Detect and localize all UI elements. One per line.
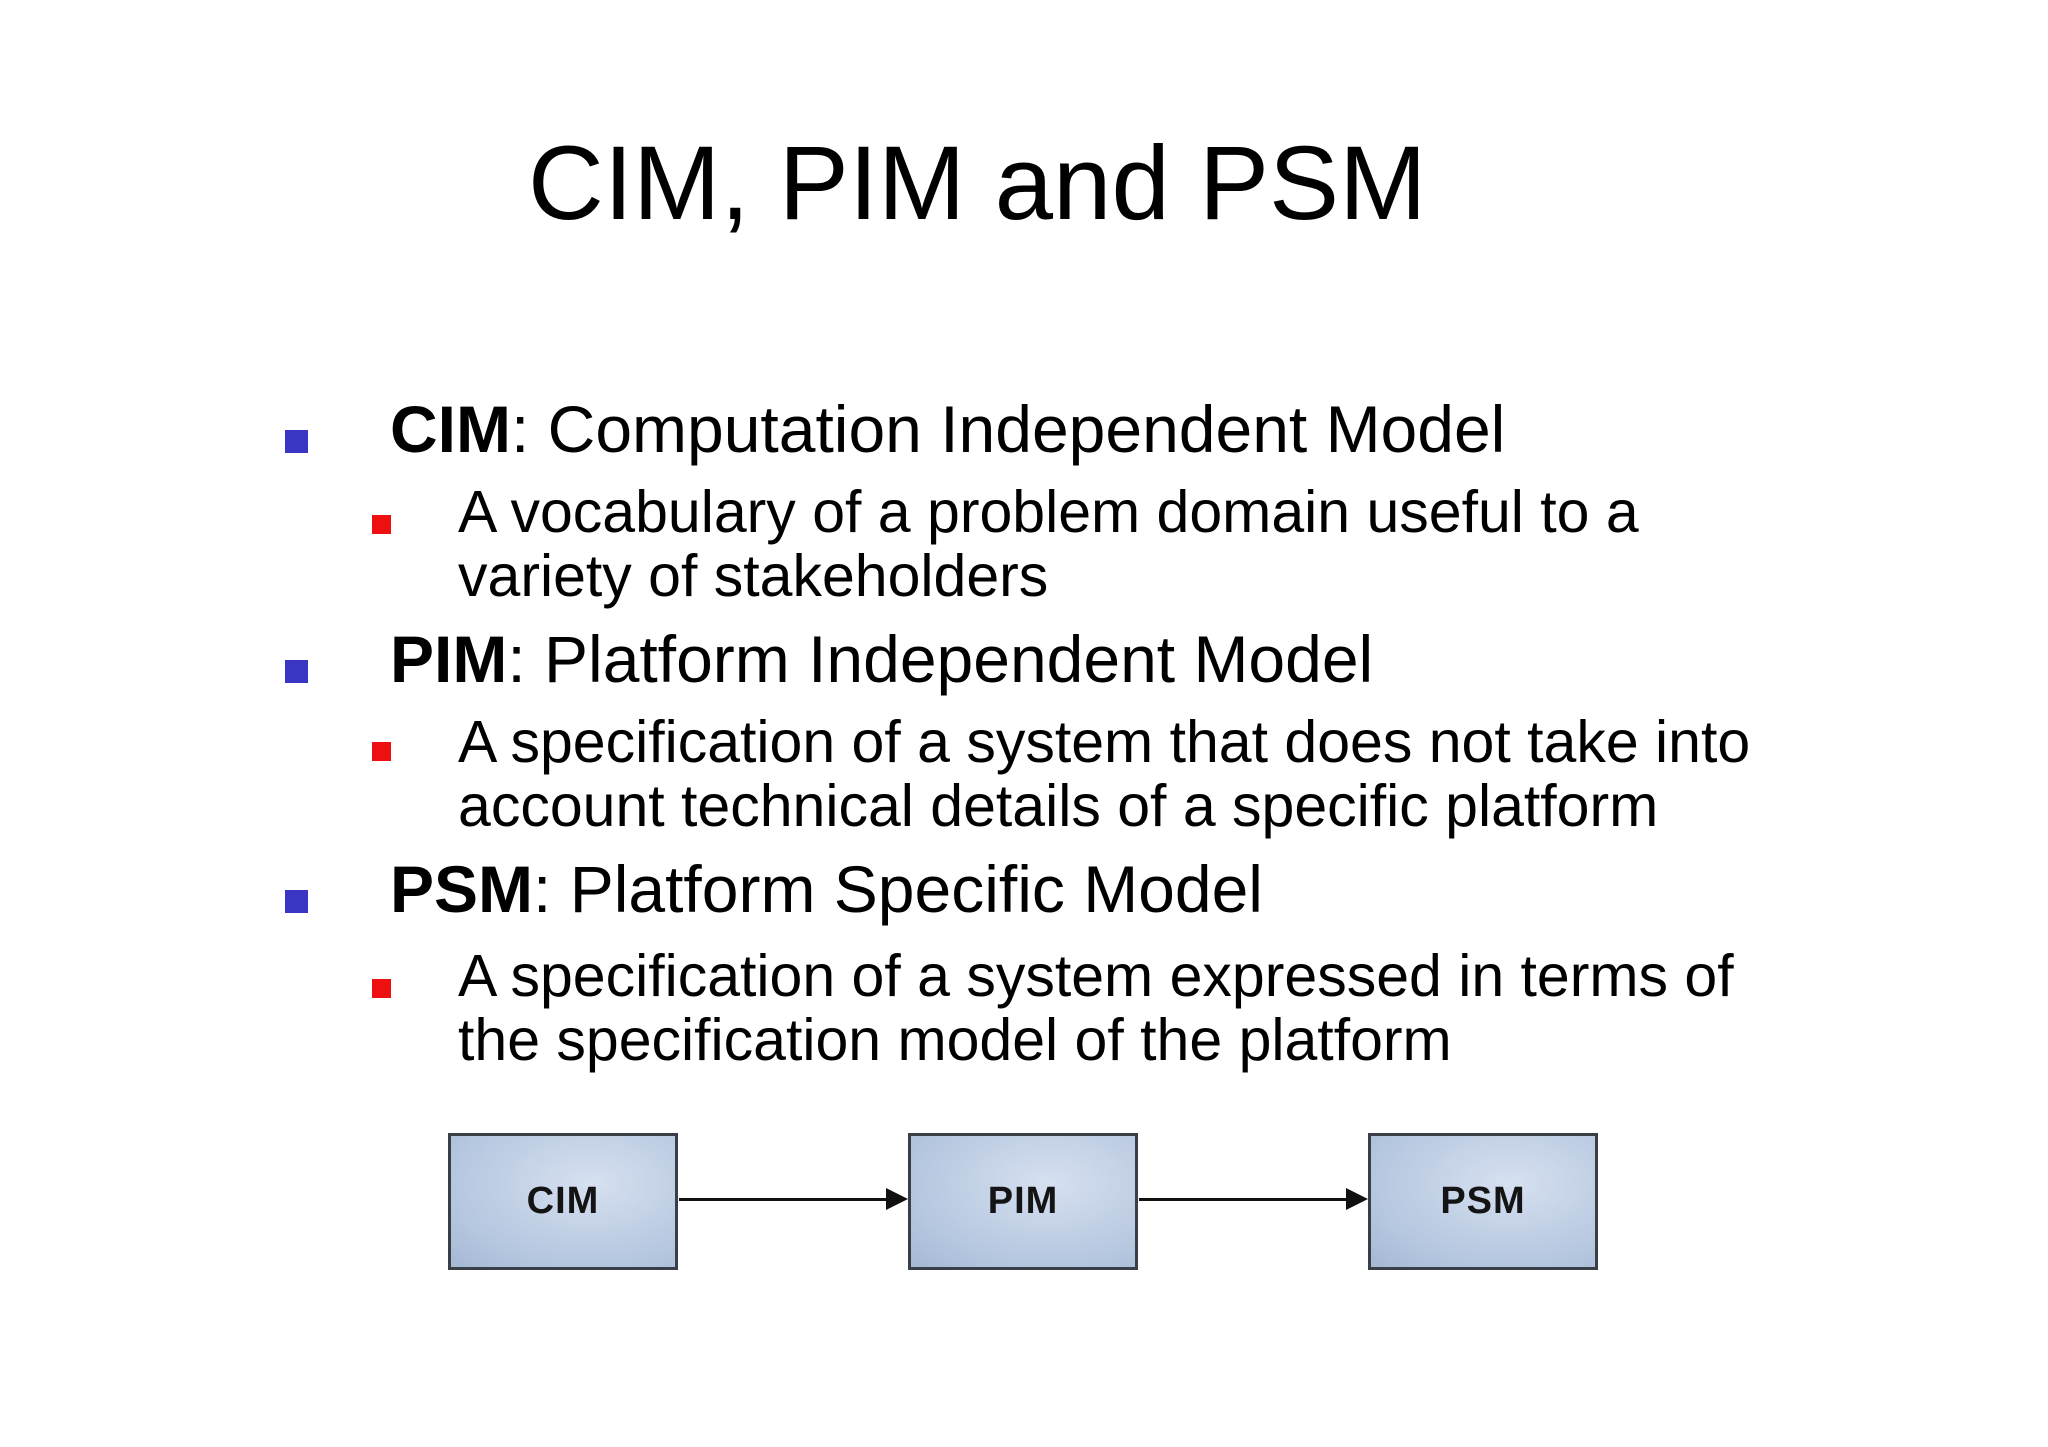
sub-line: A specification of a system expressed in…: [458, 943, 1734, 1009]
bullet-main-cim: CIM: Computation Independent Model: [390, 396, 1505, 462]
bullet-sub-pim: A specification of a system that does no…: [458, 710, 1750, 838]
sub-line: A vocabulary of a problem domain useful …: [458, 479, 1639, 545]
bullet-term: PIM: [390, 622, 508, 696]
bullet-main-psm: PSM: Platform Specific Model: [390, 856, 1263, 922]
bullet-main-pim: PIM: Platform Independent Model: [390, 626, 1373, 692]
sub-line: A specification of a system that does no…: [458, 709, 1751, 775]
page-title: CIM, PIM and PSM: [528, 125, 1427, 242]
bullet-term: PSM: [390, 852, 534, 926]
diagram-node-psm: PSM: [1368, 1133, 1598, 1270]
diagram-node-pim: PIM: [908, 1133, 1138, 1270]
bullet-sub-psm: A specification of a system expressed in…: [458, 944, 1734, 1072]
arrow-head-icon: [1346, 1188, 1368, 1210]
arrow-connector: [679, 1198, 887, 1201]
bullet-square-blue-icon: [285, 890, 308, 913]
bullet-rest: : Platform Specific Model: [533, 852, 1263, 926]
sub-line: the specification model of the platform: [458, 1007, 1452, 1073]
diagram-node-label: PIM: [987, 1180, 1059, 1222]
sub-line: variety of stakeholders: [458, 543, 1049, 609]
bullet-square-red-icon: [372, 515, 391, 534]
diagram-node-label: PSM: [1440, 1180, 1526, 1222]
arrow-head-icon: [886, 1188, 908, 1210]
sub-line: account technical details of a specific …: [458, 773, 1659, 839]
diagram-node-cim: CIM: [448, 1133, 678, 1270]
arrow-connector: [1139, 1198, 1347, 1201]
bullet-square-blue-icon: [285, 430, 308, 453]
bullet-term: CIM: [390, 392, 511, 466]
bullet-sub-cim: A vocabulary of a problem domain useful …: [458, 480, 1639, 608]
diagram-node-label: CIM: [526, 1180, 600, 1222]
bullet-square-red-icon: [372, 979, 391, 998]
bullet-square-red-icon: [372, 742, 391, 761]
bullet-rest: : Platform Independent Model: [507, 622, 1374, 696]
bullet-rest: : Computation Independent Model: [510, 392, 1506, 466]
bullet-square-blue-icon: [285, 660, 308, 683]
